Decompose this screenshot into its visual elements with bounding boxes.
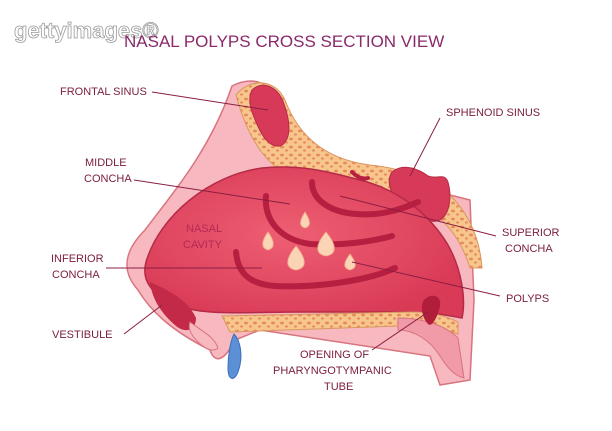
label-frontal-sinus: FRONTAL SINUS <box>60 86 147 98</box>
polyp <box>344 253 356 271</box>
polyp <box>300 211 310 229</box>
upper-concha-small <box>350 170 370 181</box>
leader-opening <box>371 311 429 351</box>
leader-vestibule <box>123 304 163 335</box>
pharyngotympanic-opening <box>421 295 441 325</box>
label-nasal-cavity-1: NASAL <box>186 223 222 235</box>
label-sphenoid-sinus: SPHENOID SINUS <box>446 107 540 119</box>
polyp <box>317 231 335 257</box>
leader-sphenoid-sinus <box>409 117 441 177</box>
label-opening-2: PHARYNGOTYMPANIC <box>273 365 392 377</box>
middle-concha <box>262 193 395 248</box>
polyp <box>287 245 305 271</box>
polyp <box>262 231 274 251</box>
label-nasal-cavity-2: CAVITY <box>183 239 223 251</box>
label-superior-concha-1: SUPERIOR <box>502 227 560 239</box>
leader-polyps <box>351 261 501 297</box>
superior-concha <box>309 179 421 218</box>
leader-superior-concha <box>339 195 497 237</box>
frontal-sinus <box>249 84 290 147</box>
label-opening-3: TUBE <box>324 381 353 393</box>
upper-lip-blue <box>227 333 242 379</box>
vestibule <box>150 282 196 331</box>
watermark: gettyimages® <box>14 18 159 43</box>
polyps-group <box>262 211 356 271</box>
diagram-title: NASAL POLYPS CROSS SECTION VIEW <box>124 32 444 51</box>
label-vestibule: VESTIBULE <box>52 329 113 341</box>
nostril-ala <box>188 321 219 351</box>
label-middle-concha-2: CONCHA <box>84 173 132 185</box>
label-middle-concha-1: MIDDLE <box>85 157 127 169</box>
inferior-concha <box>233 249 398 290</box>
label-superior-concha-2: CONCHA <box>505 243 553 255</box>
label-opening-1: OPENING OF <box>300 349 369 361</box>
label-inferior-concha-1: INFERIOR <box>51 253 104 265</box>
label-inferior-concha-2: CONCHA <box>52 269 100 281</box>
leader-middle-concha <box>133 179 291 205</box>
label-polyps: POLYPS <box>506 293 549 305</box>
leader-frontal-sinus <box>151 91 269 111</box>
